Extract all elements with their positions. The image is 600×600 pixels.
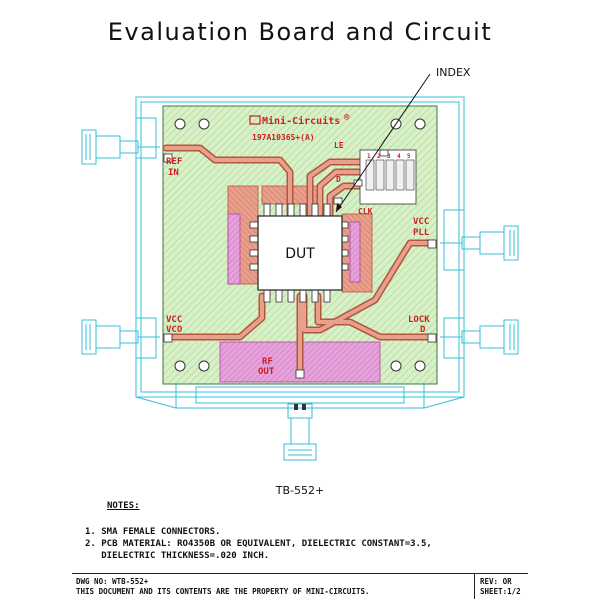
board-part-label: TB-552+ <box>275 484 325 497</box>
label-lock-d-1: LOCK <box>408 315 430 325</box>
header-pin-1: 1 <box>367 153 371 160</box>
header-pin-3: 3 <box>387 153 391 160</box>
mounting-holes <box>174 118 426 372</box>
header-pin-2: 2 <box>377 153 381 160</box>
dut-package <box>257 215 343 291</box>
brand-registered-mark: ® <box>344 113 350 123</box>
header-pin-5: 5 <box>407 153 411 160</box>
smd-components <box>163 149 437 379</box>
label-le: LE <box>334 141 344 150</box>
mounting-frame <box>135 96 465 409</box>
label-vcc-pll-1: VCC <box>413 217 429 227</box>
part-number: 197A1036S+(A) <box>252 133 315 142</box>
footer-block: DWG NO: WTB-552+ THIS DOCUMENT AND ITS C… <box>72 573 528 599</box>
brand-logo-text: Mini-Circuits <box>262 115 340 127</box>
brand-logo-icon <box>249 115 261 125</box>
page-title: Evaluation Board and Circuit <box>107 18 493 46</box>
sheet-number: SHEET:1/2 <box>480 587 521 596</box>
revision: REV: OR <box>480 577 512 586</box>
note-line-3: DIELECTRIC THICKNESS=.020 INCH. <box>85 551 270 561</box>
sma-connector-rf-in <box>81 129 160 165</box>
sma-connector-lock-d <box>440 319 519 355</box>
note-line-1: 1. SMA FEMALE CONNECTORS. <box>85 527 221 537</box>
label-vcc-vco-1: VCC <box>166 315 182 325</box>
label-lock-d-2: D <box>420 325 426 335</box>
label-rf-out-1: RF <box>262 357 273 367</box>
sma-connector-rf-out <box>283 403 317 461</box>
index-label: INDEX <box>436 66 471 79</box>
footer-divider <box>474 574 475 599</box>
header-pin-4: 4 <box>397 153 401 160</box>
property-statement: THIS DOCUMENT AND ITS CONTENTS ARE THE P… <box>76 587 370 596</box>
label-clk: CLK <box>358 207 373 216</box>
notes-title: NOTES: <box>107 501 140 511</box>
label-vcc-pll-2: PLL <box>413 228 430 238</box>
label-vcc-vco-2: VCO <box>166 325 183 335</box>
label-rf-in-1: REF <box>166 157 182 167</box>
dut-label: DUT <box>285 246 315 262</box>
label-rf-in-2: IN <box>168 168 179 178</box>
label-d: D <box>336 175 341 184</box>
drawing-number: DWG NO: WTB-552+ <box>76 577 149 586</box>
index-pointer <box>335 73 431 213</box>
note-line-2: 2. PCB MATERIAL: RO4350B OR EQUIVALENT, … <box>85 539 432 549</box>
sma-connector-vcc-pll <box>440 225 519 261</box>
label-rf-out-2: OUT <box>258 367 275 377</box>
sma-connector-vcc-vco <box>81 319 160 355</box>
